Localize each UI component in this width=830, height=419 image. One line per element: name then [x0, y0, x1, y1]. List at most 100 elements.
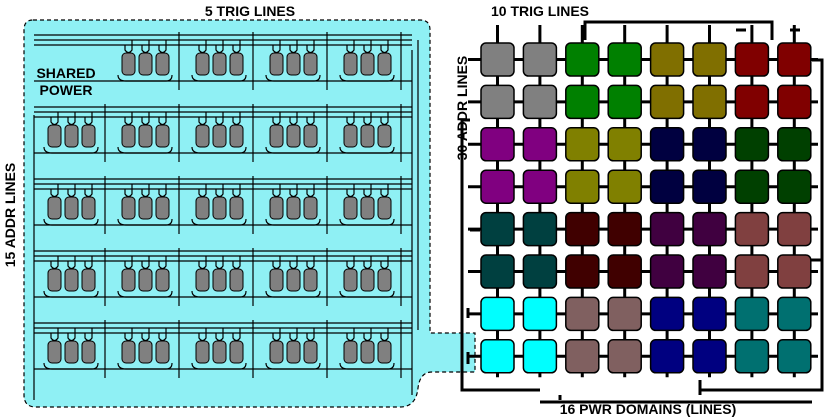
left-cell — [229, 124, 244, 148]
grid-cell — [565, 127, 600, 162]
left-cell — [269, 124, 284, 148]
left-cell — [81, 196, 96, 220]
left-cell — [343, 52, 358, 76]
left-cell — [121, 340, 136, 364]
cell-loop — [339, 362, 395, 370]
left-cell — [47, 268, 62, 292]
left-cell — [229, 52, 244, 76]
grid-cell — [522, 296, 558, 332]
grid-cell — [777, 211, 812, 247]
cell-loop — [191, 290, 247, 298]
left-cell — [155, 124, 170, 148]
left-addr-lines-label: 15 ADDR LINES — [2, 163, 18, 268]
left-cell — [121, 124, 136, 148]
left-cell — [229, 340, 244, 364]
grid-cell — [734, 169, 770, 204]
cell-loop — [117, 74, 173, 82]
grid-cell — [734, 211, 770, 247]
grid-cell — [522, 211, 558, 247]
cell-loop — [265, 146, 321, 154]
left-cell — [155, 268, 170, 292]
grid-cell — [480, 254, 515, 289]
left-cell — [303, 340, 318, 364]
grid-cell — [565, 211, 600, 247]
left-cell — [229, 268, 244, 292]
grid-cell — [649, 127, 685, 162]
cell-loop — [43, 218, 99, 226]
left-cell — [155, 52, 170, 76]
pwr-domains-label: 16 PWR DOMAINS (LINES) — [560, 401, 737, 417]
left-cell — [121, 196, 136, 220]
grid-cell — [607, 211, 642, 247]
cell-loop — [117, 362, 173, 370]
cell-loop — [339, 218, 395, 226]
left-cell — [64, 268, 79, 292]
grid-cell — [649, 296, 685, 332]
left-cell — [212, 196, 227, 220]
grid-cell — [607, 42, 642, 77]
grid-cell — [607, 84, 642, 120]
cell-loop — [265, 362, 321, 370]
left-cell — [286, 268, 301, 292]
cell-loop — [117, 218, 173, 226]
cell-loop — [43, 362, 99, 370]
grid-cell — [649, 254, 685, 289]
left-cell — [269, 196, 284, 220]
left-cell — [155, 196, 170, 220]
left-cell — [360, 124, 375, 148]
cell-loop — [191, 74, 247, 82]
grid-cell — [692, 296, 727, 332]
grid-cell — [565, 169, 600, 204]
power-domain-route — [460, 20, 824, 404]
grid-cell — [480, 296, 515, 332]
left-cell — [377, 340, 392, 364]
grid-cell — [480, 169, 515, 204]
right-trig-lines-label: 10 TRIG LINES — [491, 3, 589, 19]
grid-cell — [522, 127, 558, 162]
left-cell — [212, 268, 227, 292]
grid-cell — [692, 84, 727, 120]
left-cell — [195, 268, 210, 292]
grid-cell — [480, 127, 515, 162]
grid-cell — [777, 42, 812, 77]
grid-cell — [692, 42, 727, 77]
left-cell — [155, 340, 170, 364]
left-trig-lines-label: 5 TRIG LINES — [205, 3, 295, 19]
left-cell — [81, 124, 96, 148]
grid-cell — [607, 296, 642, 332]
cell-loop — [265, 290, 321, 298]
right-array-cells — [480, 42, 812, 374]
left-cell — [303, 196, 318, 220]
cell-loop — [265, 218, 321, 226]
left-cell — [229, 196, 244, 220]
grid-cell — [777, 169, 812, 204]
cell-loop — [191, 218, 247, 226]
grid-cell — [734, 84, 770, 120]
cell-loop — [117, 290, 173, 298]
left-cell — [81, 268, 96, 292]
cell-loop — [191, 146, 247, 154]
cell-loop — [43, 146, 99, 154]
grid-cell — [649, 84, 685, 120]
shared-power-label: SHARED — [36, 65, 95, 81]
cell-loop — [191, 362, 247, 370]
grid-cell — [565, 296, 600, 332]
left-cell — [269, 52, 284, 76]
left-cell — [269, 268, 284, 292]
grid-cell — [777, 254, 812, 289]
grid-cell — [734, 339, 770, 374]
left-cell — [138, 268, 153, 292]
left-cell — [343, 268, 358, 292]
right-addr-lines-label: 30 ADDR LINES — [454, 56, 470, 161]
grid-cell — [692, 254, 727, 289]
left-cell — [377, 124, 392, 148]
grid-cell — [649, 42, 685, 77]
grid-cell — [522, 339, 558, 374]
left-cell — [47, 196, 62, 220]
grid-cell — [607, 127, 642, 162]
left-cell — [47, 124, 62, 148]
left-cell — [343, 340, 358, 364]
grid-cell — [777, 296, 812, 332]
left-cell — [121, 268, 136, 292]
